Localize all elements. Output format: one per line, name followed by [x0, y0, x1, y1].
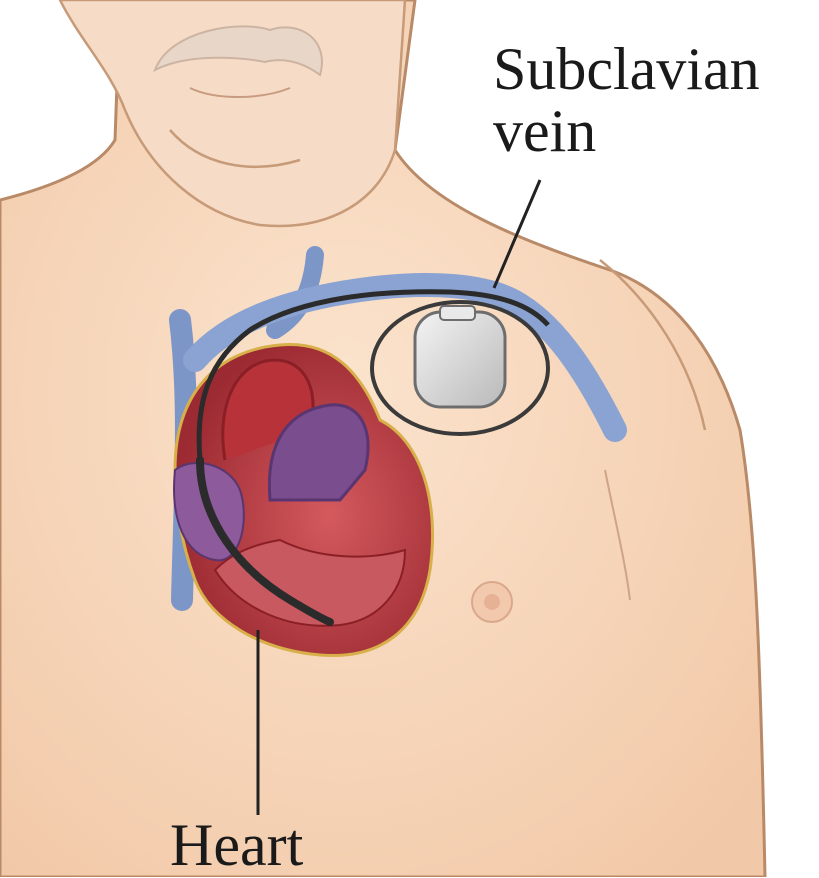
pacemaker-device [415, 312, 505, 407]
heart-label: Heart [170, 814, 303, 876]
nipple-center [484, 594, 500, 610]
subclavian-label-line1: Subclavian [493, 38, 760, 100]
subclavian-vein-label: Subclavian vein [493, 38, 760, 162]
pacemaker-header [440, 306, 475, 320]
subclavian-label-line2: vein [493, 100, 760, 162]
